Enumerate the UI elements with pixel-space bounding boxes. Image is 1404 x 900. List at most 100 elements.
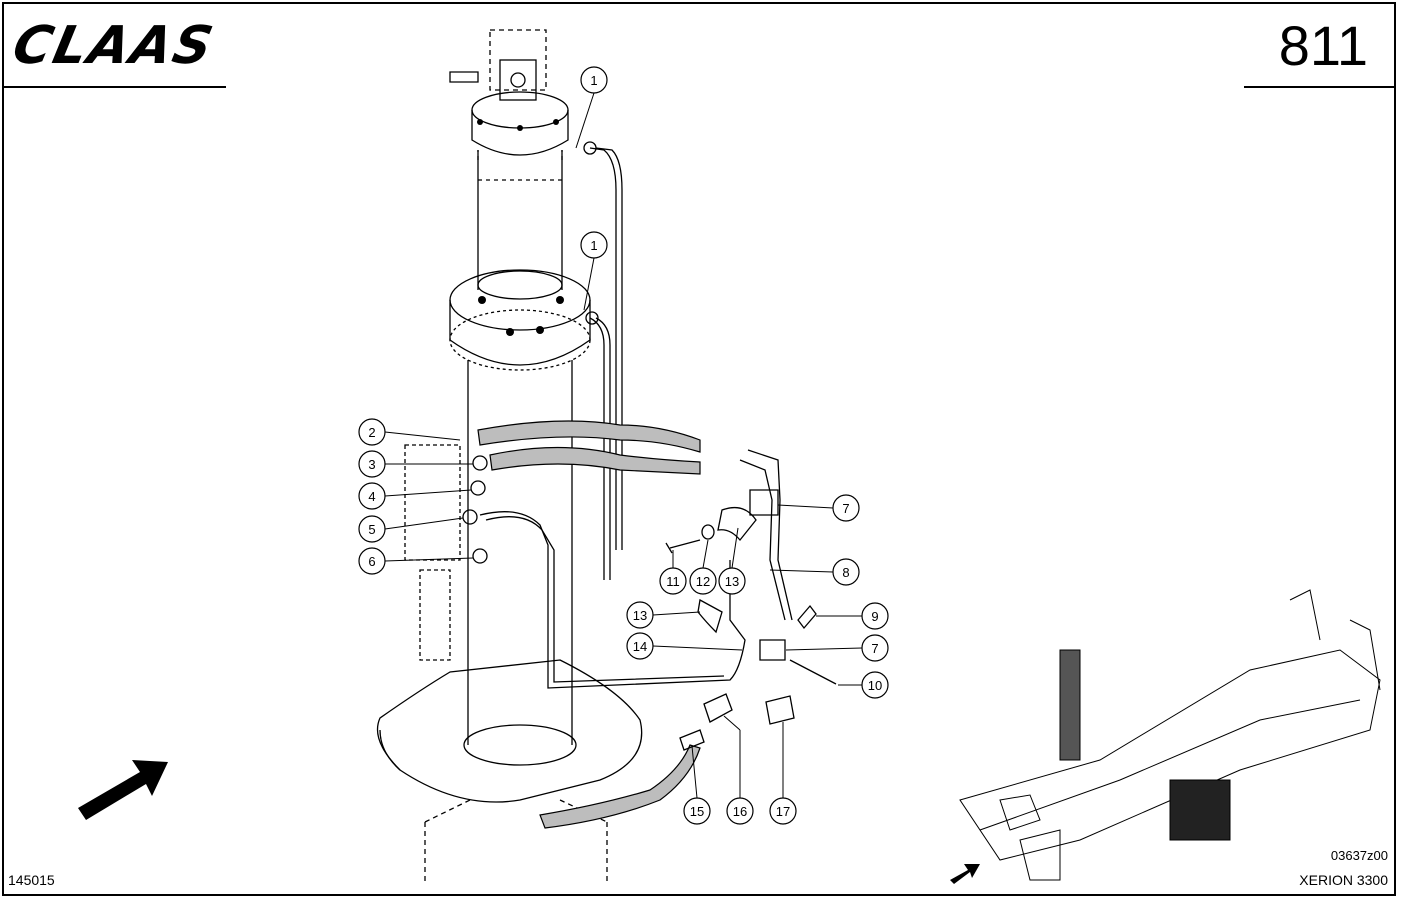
bolt-10 — [789, 659, 837, 685]
callout-label: 11 — [666, 574, 680, 589]
clamp-13b — [697, 598, 723, 634]
callout-11: 11 — [659, 550, 687, 595]
callout-8: 8 — [769, 558, 860, 586]
callout-3: 3 — [358, 450, 473, 478]
callout-7-lower: 7 — [785, 634, 889, 662]
bracket-7-top — [749, 489, 779, 516]
tee-17 — [765, 695, 795, 725]
pipe-upper-a — [589, 147, 617, 550]
callout-10: 10 — [838, 671, 889, 699]
callout-9: 9 — [816, 602, 889, 630]
bolt-11 — [665, 539, 701, 554]
hose-lower — [539, 744, 701, 829]
top-cap-body — [471, 110, 569, 156]
callout-label: 14 — [633, 639, 647, 654]
callout-label: 12 — [696, 574, 710, 589]
column-hidden-lines — [477, 150, 563, 181]
flange-body — [449, 300, 591, 366]
hose-upper — [477, 420, 701, 453]
callout-label: 16 — [733, 804, 747, 819]
pipe-long-b — [485, 516, 725, 683]
callout-label: 7 — [842, 501, 849, 516]
callout-17: 17 — [769, 722, 797, 825]
fitting-15 — [679, 729, 705, 751]
pipe-right-b — [747, 449, 793, 621]
callout-label: 15 — [690, 804, 704, 819]
callout-label: 1 — [590, 73, 597, 88]
front-bracket — [999, 794, 1041, 831]
base-plate-edge — [379, 729, 401, 771]
callout-1-lower: 1 — [580, 231, 608, 311]
callout-label: 5 — [368, 522, 375, 537]
page-number: 811 — [1278, 14, 1368, 77]
column-bottom-ellipse — [463, 724, 577, 766]
callout-label: 13 — [725, 574, 739, 589]
callout-5: 5 — [358, 515, 464, 543]
header-rule-left — [4, 86, 226, 88]
callout-15: 15 — [683, 745, 711, 825]
nut-1-lower — [585, 311, 599, 325]
nut-4 — [470, 480, 486, 496]
callout-label: 6 — [368, 554, 375, 569]
clamp-13a — [717, 506, 757, 542]
part-code: 145015 — [8, 872, 55, 888]
callout-label: 8 — [842, 565, 849, 580]
callout-label: 17 — [776, 804, 790, 819]
callout-2: 2 — [358, 418, 461, 446]
pipe-lower-a — [589, 317, 605, 580]
callouts: 1 1 2 3 4 5 6 — [358, 66, 889, 825]
callout-label: 10 — [868, 678, 882, 693]
frame-outline — [959, 649, 1381, 861]
callout-label: 13 — [633, 608, 647, 623]
inset-column — [1059, 649, 1081, 761]
callout-14: 14 — [626, 632, 743, 660]
frame-rail — [979, 699, 1361, 831]
valve-port — [510, 72, 526, 88]
callout-4: 4 — [358, 482, 472, 510]
inset-direction-arrow — [950, 864, 980, 884]
callout-label: 9 — [871, 609, 878, 624]
hose-middle — [489, 446, 701, 475]
callout-label: 3 — [368, 457, 375, 472]
flange-top — [449, 269, 591, 331]
valve-block-lower — [419, 569, 451, 661]
flange-bolts — [477, 119, 564, 336]
callout-label: 1 — [590, 238, 597, 253]
callout-label: 4 — [368, 489, 375, 504]
callout-6: 6 — [358, 547, 474, 575]
callout-13-top: 13 — [718, 527, 746, 595]
nut-1-upper — [583, 141, 597, 155]
hoses — [477, 420, 701, 829]
cap-9 — [797, 604, 817, 630]
callout-label: 2 — [368, 425, 375, 440]
nut-5 — [462, 509, 478, 525]
valve-block — [404, 444, 461, 561]
pipe-right-a — [739, 459, 786, 621]
fitting-16 — [703, 693, 733, 723]
top-fitting — [449, 71, 479, 83]
base-plate — [376, 659, 643, 803]
callout-7-upper: 7 — [777, 494, 860, 522]
pipes — [479, 147, 793, 689]
nut-3 — [472, 455, 488, 471]
callout-1-upper: 1 — [575, 66, 608, 149]
small-parts — [462, 141, 837, 751]
inset-tank — [1169, 779, 1231, 841]
pipe-long — [479, 511, 746, 689]
callout-13-mid: 13 — [626, 601, 701, 629]
pipe-lower-b — [595, 317, 611, 580]
bracket-7 — [759, 639, 786, 661]
top-block — [489, 29, 547, 91]
nut-6 — [472, 548, 488, 564]
model-name: XERION 3300 — [1299, 872, 1388, 888]
upper-tube-base — [477, 270, 563, 300]
valve-body — [499, 59, 537, 101]
direction-arrow — [78, 760, 168, 820]
lower-housing — [424, 799, 608, 885]
callout-12: 12 — [689, 539, 717, 595]
front-support — [1019, 829, 1061, 881]
header-rule-right — [1244, 86, 1394, 88]
drawing-code: 03637z00 — [1330, 848, 1388, 863]
